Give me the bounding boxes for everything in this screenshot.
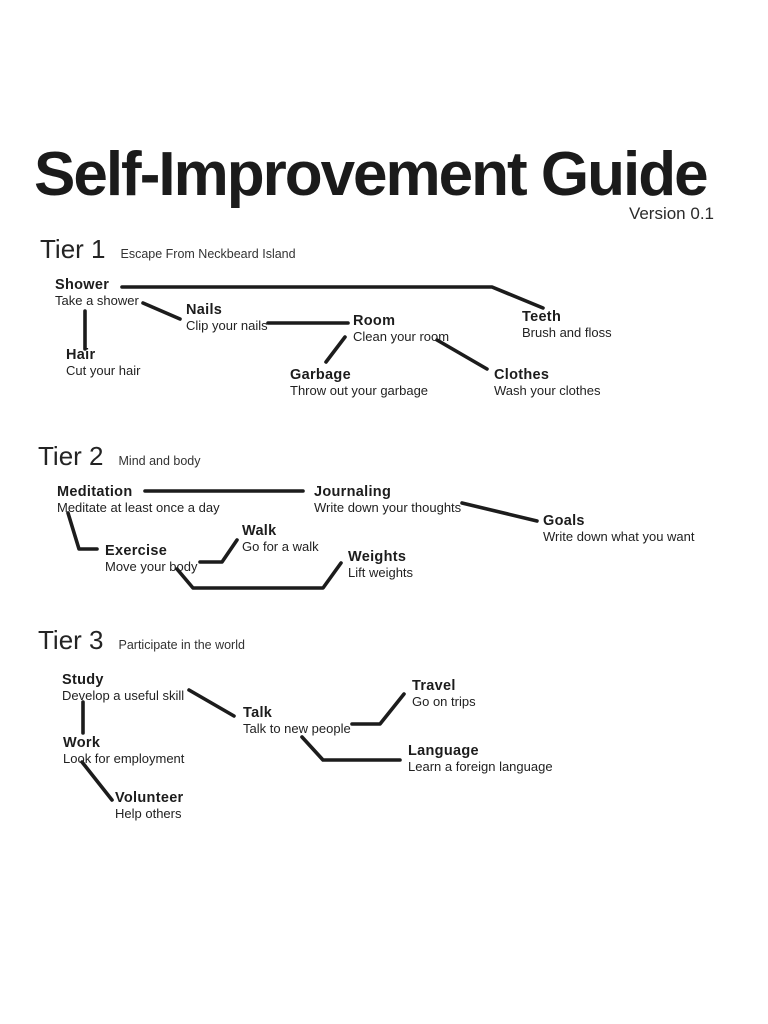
node-journaling-subtitle: Write down your thoughts: [314, 500, 462, 515]
node-room: Room Clean your room: [353, 313, 449, 344]
tier-1-subtitle: Escape From Neckbeard Island: [120, 247, 296, 261]
page-title: Self-Improvement Guide: [34, 140, 709, 209]
node-shower-subtitle: Take a shower: [55, 293, 139, 308]
node-volunteer-subtitle: Help others: [115, 806, 182, 821]
node-work-title: Work: [63, 735, 101, 751]
line-exercise-walk: [198, 538, 239, 564]
node-room-subtitle: Clean your room: [353, 329, 450, 344]
node-study: Study Develop a useful skill: [62, 672, 184, 703]
node-talk-title: Talk: [243, 705, 273, 721]
node-work: Work Look for employment: [63, 735, 184, 766]
tier-3-heading: Tier 3 Participate in the world: [38, 627, 245, 653]
line-study-talk: [187, 688, 236, 718]
node-clothes-title: Clothes: [494, 367, 550, 383]
tier-1-heading: Tier 1 Escape From Neckbeard Island: [40, 236, 296, 262]
node-goals-subtitle: Write down what you want: [543, 529, 695, 544]
node-teeth-subtitle: Brush and floss: [522, 325, 612, 340]
node-garbage: Garbage Throw out your garbage: [290, 367, 428, 398]
version-label: Version 0.1: [628, 204, 714, 223]
node-volunteer: Volunteer Help others: [115, 790, 184, 821]
line-room-garbage: [324, 335, 347, 364]
node-volunteer-title: Volunteer: [115, 790, 184, 806]
tier-2-label: Tier 2: [38, 441, 104, 471]
node-walk-subtitle: Go for a walk: [242, 539, 319, 554]
node-teeth-title: Teeth: [522, 309, 562, 325]
node-exercise: Exercise Move your body: [105, 543, 198, 574]
line-exercise-weights: [175, 561, 343, 590]
node-room-title: Room: [353, 313, 396, 329]
node-work-subtitle: Look for employment: [63, 751, 185, 766]
line-meditation-exercise: [66, 511, 99, 551]
node-language: Language Learn a foreign language: [408, 743, 553, 774]
line-shower-nails: [141, 301, 182, 321]
line-talk-language: [300, 735, 402, 762]
node-clothes: Clothes Wash your clothes: [494, 367, 600, 398]
node-goals: Goals Write down what you want: [543, 513, 695, 544]
node-teeth: Teeth Brush and floss: [522, 309, 612, 340]
node-hair: Hair Cut your hair: [66, 347, 140, 378]
node-journaling-title: Journaling: [314, 484, 392, 500]
node-nails-subtitle: Clip your nails: [186, 318, 268, 333]
node-talk: Talk Talk to new people: [243, 705, 351, 736]
node-exercise-subtitle: Move your body: [105, 559, 198, 574]
tier-3-label: Tier 3: [38, 625, 104, 655]
tier-3-subtitle: Participate in the world: [118, 638, 245, 652]
node-garbage-title: Garbage: [290, 367, 351, 383]
tier-2-subtitle: Mind and body: [118, 454, 201, 468]
node-travel: Travel Go on trips: [412, 678, 476, 709]
node-hair-title: Hair: [66, 347, 96, 363]
node-goals-title: Goals: [543, 513, 585, 529]
node-nails-title: Nails: [186, 302, 223, 318]
node-walk-title: Walk: [242, 523, 277, 539]
node-travel-title: Travel: [412, 678, 456, 694]
node-meditation-title: Meditation: [57, 484, 133, 500]
node-shower: Shower Take a shower: [55, 277, 139, 308]
node-talk-subtitle: Talk to new people: [243, 721, 351, 736]
node-clothes-subtitle: Wash your clothes: [494, 383, 601, 398]
line-talk-travel: [350, 692, 406, 726]
line-journaling-goals: [460, 501, 539, 523]
tier-2-heading: Tier 2 Mind and body: [38, 443, 201, 469]
node-journaling: Journaling Write down your thoughts: [314, 484, 461, 515]
node-travel-subtitle: Go on trips: [412, 694, 476, 709]
node-shower-title: Shower: [55, 277, 110, 293]
tier-1-label: Tier 1: [40, 234, 106, 264]
node-weights-title: Weights: [348, 549, 407, 565]
node-meditation-subtitle: Meditate at least once a day: [57, 500, 220, 515]
node-study-subtitle: Develop a useful skill: [62, 688, 185, 703]
node-hair-subtitle: Cut your hair: [66, 363, 141, 378]
node-weights-subtitle: Lift weights: [348, 565, 414, 580]
node-weights: Weights Lift weights: [348, 549, 413, 580]
node-language-subtitle: Learn a foreign language: [408, 759, 553, 774]
line-work-volunteer: [80, 760, 114, 802]
node-walk: Walk Go for a walk: [242, 523, 319, 554]
node-meditation: Meditation Meditate at least once a day: [57, 484, 220, 515]
node-garbage-subtitle: Throw out your garbage: [290, 383, 429, 398]
node-nails: Nails Clip your nails: [186, 302, 268, 333]
node-exercise-title: Exercise: [105, 543, 168, 559]
node-language-title: Language: [408, 743, 479, 759]
line-room-clothes: [435, 338, 489, 371]
node-study-title: Study: [62, 672, 104, 688]
